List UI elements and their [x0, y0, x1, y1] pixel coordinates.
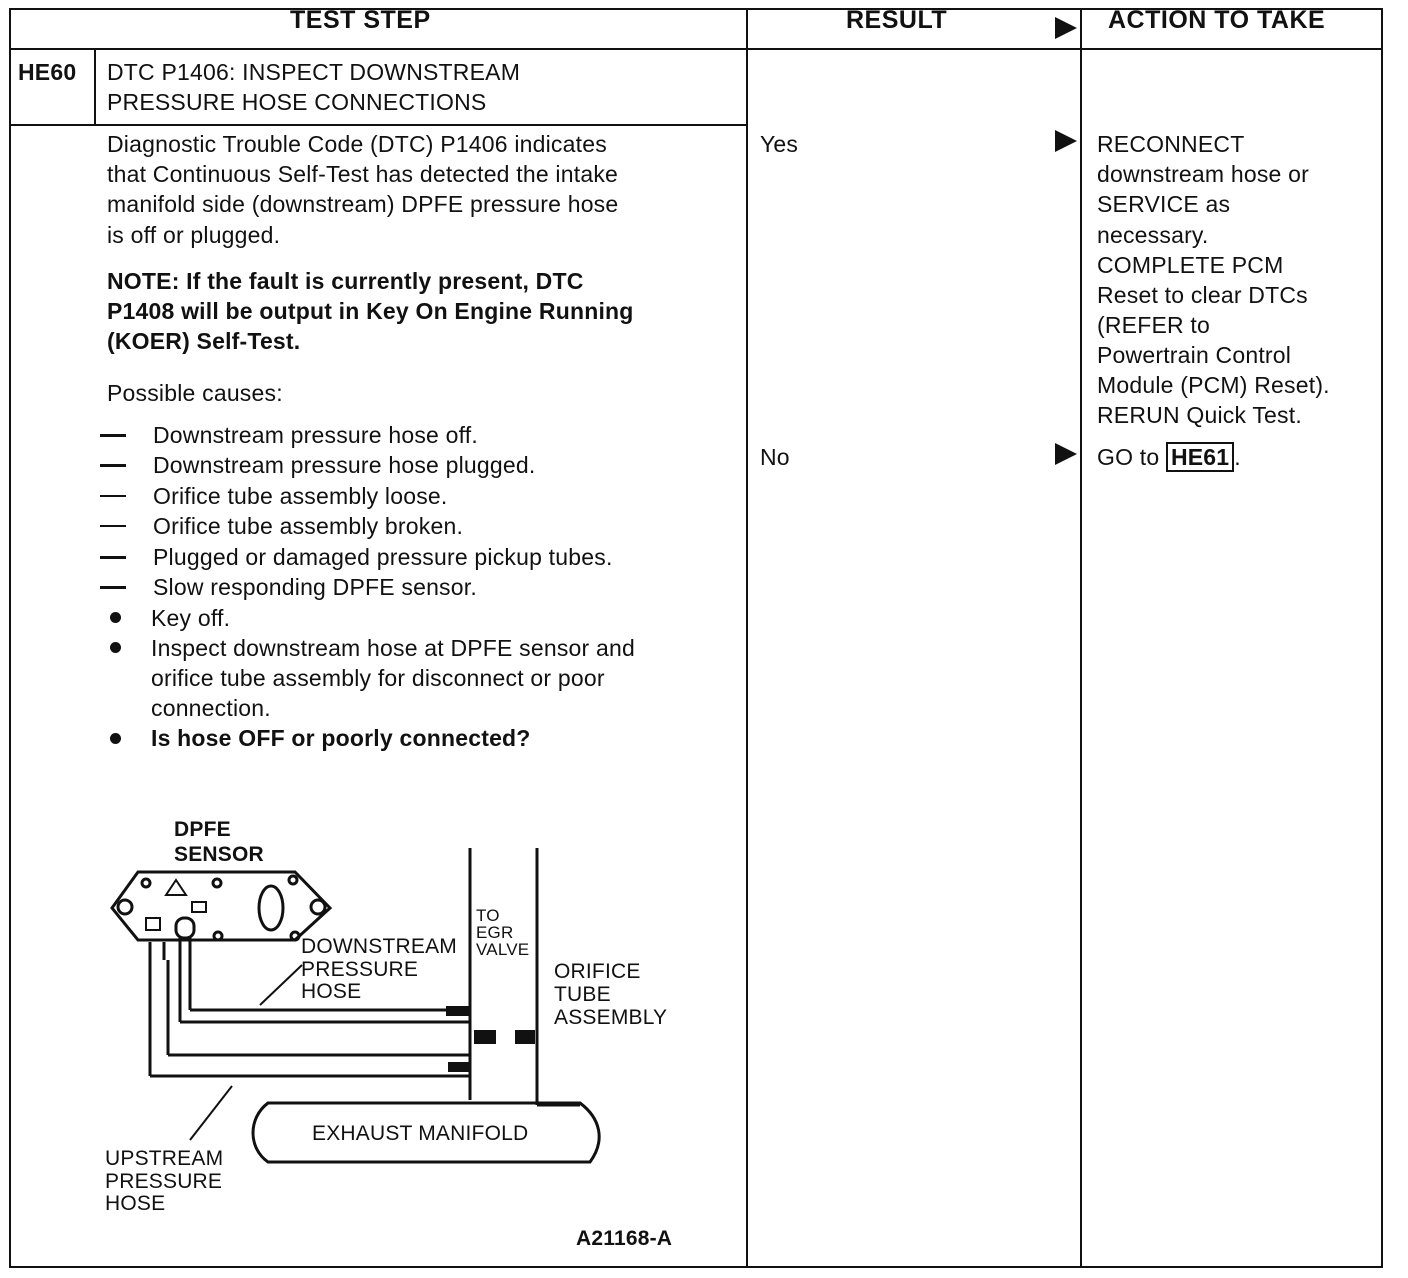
- step-reference-link[interactable]: HE61: [1165, 442, 1235, 472]
- note-label: NOTE:: [107, 268, 180, 294]
- dash-marker: [100, 586, 126, 589]
- description-line-2: that Continuous Self-Test has detected t…: [107, 161, 619, 187]
- description-line-4: is off or plugged.: [107, 222, 281, 248]
- step-key-off: Key off.: [151, 605, 231, 631]
- label-tube: TUBE: [554, 983, 611, 1006]
- action-no-suffix: .: [1234, 444, 1241, 470]
- cause-item: Plugged or damaged pressure pickup tubes…: [153, 544, 613, 570]
- step-inspect-line-3: connection.: [151, 695, 271, 721]
- label-to: TO: [476, 906, 500, 925]
- note-line-1: NOTE: If the fault is currently present,…: [107, 266, 584, 296]
- arrow-right-icon: [1055, 17, 1077, 39]
- result-yes: Yes: [760, 131, 799, 157]
- action-yes-line: Module (PCM) Reset).: [1097, 372, 1330, 398]
- bullet-marker: [110, 642, 121, 653]
- step-title-line-2: PRESSURE HOSE CONNECTIONS: [107, 89, 487, 115]
- action-yes-line: COMPLETE PCM: [1097, 252, 1284, 278]
- step-inspect-line-2: orifice tube assembly for disconnect or …: [151, 665, 605, 691]
- step-question: Is hose OFF or poorly connected?: [151, 725, 531, 751]
- header-test-step: TEST STEP: [290, 6, 431, 34]
- cause-item: Downstream pressure hose off.: [153, 422, 478, 448]
- label-upstream: UPSTREAM: [105, 1147, 224, 1170]
- action-yes-line: Reset to clear DTCs: [1097, 282, 1308, 308]
- header-action-to-take: ACTION TO TAKE: [1108, 6, 1326, 34]
- cause-item: Orifice tube assembly broken.: [153, 513, 464, 539]
- label-exhaust-manifold: EXHAUST MANIFOLD: [312, 1122, 529, 1145]
- step-id: HE60: [18, 59, 77, 85]
- header-divider: [11, 48, 1381, 50]
- result-no: No: [760, 444, 790, 470]
- label-upstream-pressure: PRESSURE: [105, 1170, 223, 1193]
- bullet-marker: [110, 612, 121, 623]
- step-title-line-1: DTC P1406: INSPECT DOWNSTREAM: [107, 59, 521, 85]
- note-line-2: P1408 will be output in Key On Engine Ru…: [107, 298, 634, 324]
- header-result: RESULT: [846, 6, 948, 34]
- arrow-right-icon: [1055, 443, 1077, 465]
- dash-marker: [100, 464, 126, 467]
- column-divider: [746, 10, 748, 1266]
- action-yes-line: SERVICE as: [1097, 191, 1231, 217]
- label-assembly: ASSEMBLY: [554, 1006, 668, 1029]
- label-hose: HOSE: [301, 980, 362, 1003]
- dash-marker: [100, 525, 126, 527]
- description-line-1: Diagnostic Trouble Code (DTC) P1406 indi…: [107, 131, 607, 157]
- label-orifice: ORIFICE: [554, 960, 641, 983]
- action-yes-line: necessary.: [1097, 222, 1209, 248]
- dash-marker: [100, 556, 126, 559]
- bullet-marker: [110, 733, 121, 744]
- figure-id: A21168-A: [576, 1227, 673, 1250]
- note-text-1: If the fault is currently present, DTC: [186, 268, 584, 294]
- label-valve: VALVE: [476, 940, 530, 959]
- cause-item: Downstream pressure hose plugged.: [153, 452, 536, 478]
- arrow-right-icon: [1055, 130, 1077, 152]
- step-inspect-line-1: Inspect downstream hose at DPFE sensor a…: [151, 635, 635, 661]
- label-downstream: DOWNSTREAM: [301, 935, 457, 958]
- label-sensor: SENSOR: [174, 843, 264, 866]
- label-egr: EGR: [476, 923, 514, 942]
- action-no-prefix: GO to: [1097, 444, 1160, 470]
- action-yes-line: Powertrain Control: [1097, 342, 1292, 368]
- test-step-table: [9, 8, 1383, 1268]
- dash-marker: [100, 434, 126, 437]
- note-line-3: (KOER) Self-Test.: [107, 328, 301, 354]
- column-divider: [1080, 10, 1082, 1266]
- description-line-3: manifold side (downstream) DPFE pressure…: [107, 191, 619, 217]
- dash-marker: [100, 495, 126, 497]
- action-yes-line: downstream hose or: [1097, 161, 1309, 187]
- label-upstream-hose: HOSE: [105, 1192, 166, 1215]
- action-no: GO to HE61.: [1097, 442, 1241, 472]
- possible-causes-label: Possible causes:: [107, 380, 283, 406]
- cause-item: Orifice tube assembly loose.: [153, 483, 448, 509]
- label-dpfe: DPFE: [174, 818, 231, 841]
- label-pressure: PRESSURE: [301, 958, 419, 981]
- action-yes-line: (REFER to: [1097, 312, 1210, 338]
- cause-item: Slow responding DPFE sensor.: [153, 574, 477, 600]
- step-id-divider: [94, 48, 96, 124]
- title-divider: [11, 124, 748, 126]
- action-yes-line: RECONNECT: [1097, 131, 1245, 157]
- action-yes-line: RERUN Quick Test.: [1097, 402, 1302, 428]
